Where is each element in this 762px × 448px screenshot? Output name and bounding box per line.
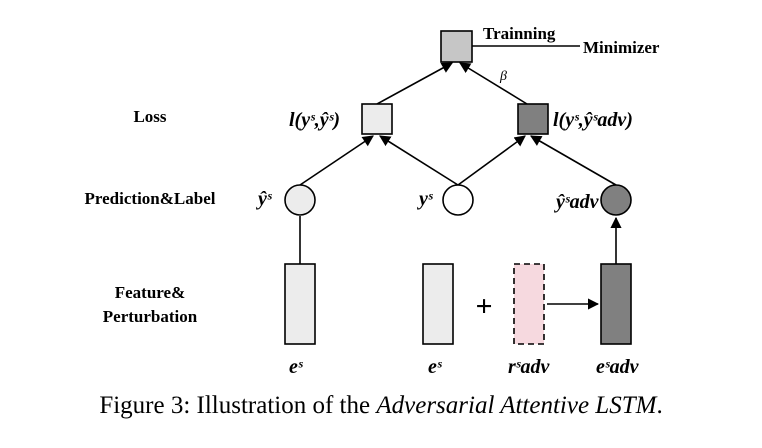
pred-label-yhat-adv: ŷˢadv (554, 191, 600, 213)
beta-label: β (499, 69, 507, 84)
edge-y-to-loss-right (457, 135, 526, 186)
pred-label-y: yˢ (417, 188, 434, 210)
perturbation-bar-radv (513, 263, 545, 345)
row-label-perturbation: Perturbation (103, 307, 198, 326)
edge-y-to-loss-left (379, 135, 459, 186)
row-label-loss: Loss (133, 107, 166, 126)
training-node (440, 30, 473, 63)
minimizer-label: Minimizer (583, 38, 660, 57)
pred-node-yhat-adv (600, 184, 632, 216)
training-label: Trainning (483, 24, 556, 43)
embedding-bar-eadv (600, 263, 632, 345)
edge-yhat-adv-to-loss-right (530, 135, 617, 186)
feature-label-eadv: eˢadv (596, 356, 640, 378)
row-label-feature: Feature& (115, 283, 186, 302)
loss-label-left: l(yˢ,ŷˢ) (289, 109, 340, 131)
feature-label-es-2: eˢ (428, 356, 443, 378)
loss-node-right (517, 103, 549, 135)
figure-caption: Figure 3: Illustration of the Adversaria… (99, 392, 662, 419)
feature-label-radv: rˢadv (508, 356, 551, 378)
label-node-y (442, 184, 474, 216)
embedding-bar-es (284, 263, 316, 345)
pred-label-yhat: ŷˢ (256, 188, 273, 210)
caption-prefix: Figure 3: Illustration of the (99, 392, 376, 419)
edge-loss-right-to-training (459, 62, 528, 105)
edge-yhat-to-loss-left (299, 135, 374, 186)
edge-loss-left-to-training (376, 62, 453, 105)
pred-node-yhat (284, 184, 316, 216)
loss-node-left (361, 103, 393, 135)
caption-suffix: . (656, 392, 662, 419)
embedding-bar-es-2 (422, 263, 454, 345)
caption-italic: Adversarial Attentive LSTM (374, 392, 657, 419)
row-label-prediction: Prediction&Label (85, 189, 216, 208)
loss-label-right: l(yˢ,ŷˢadv) (553, 109, 633, 131)
feature-label-es: eˢ (289, 356, 304, 378)
edges (299, 45, 622, 310)
plus-sign: + (475, 290, 492, 323)
